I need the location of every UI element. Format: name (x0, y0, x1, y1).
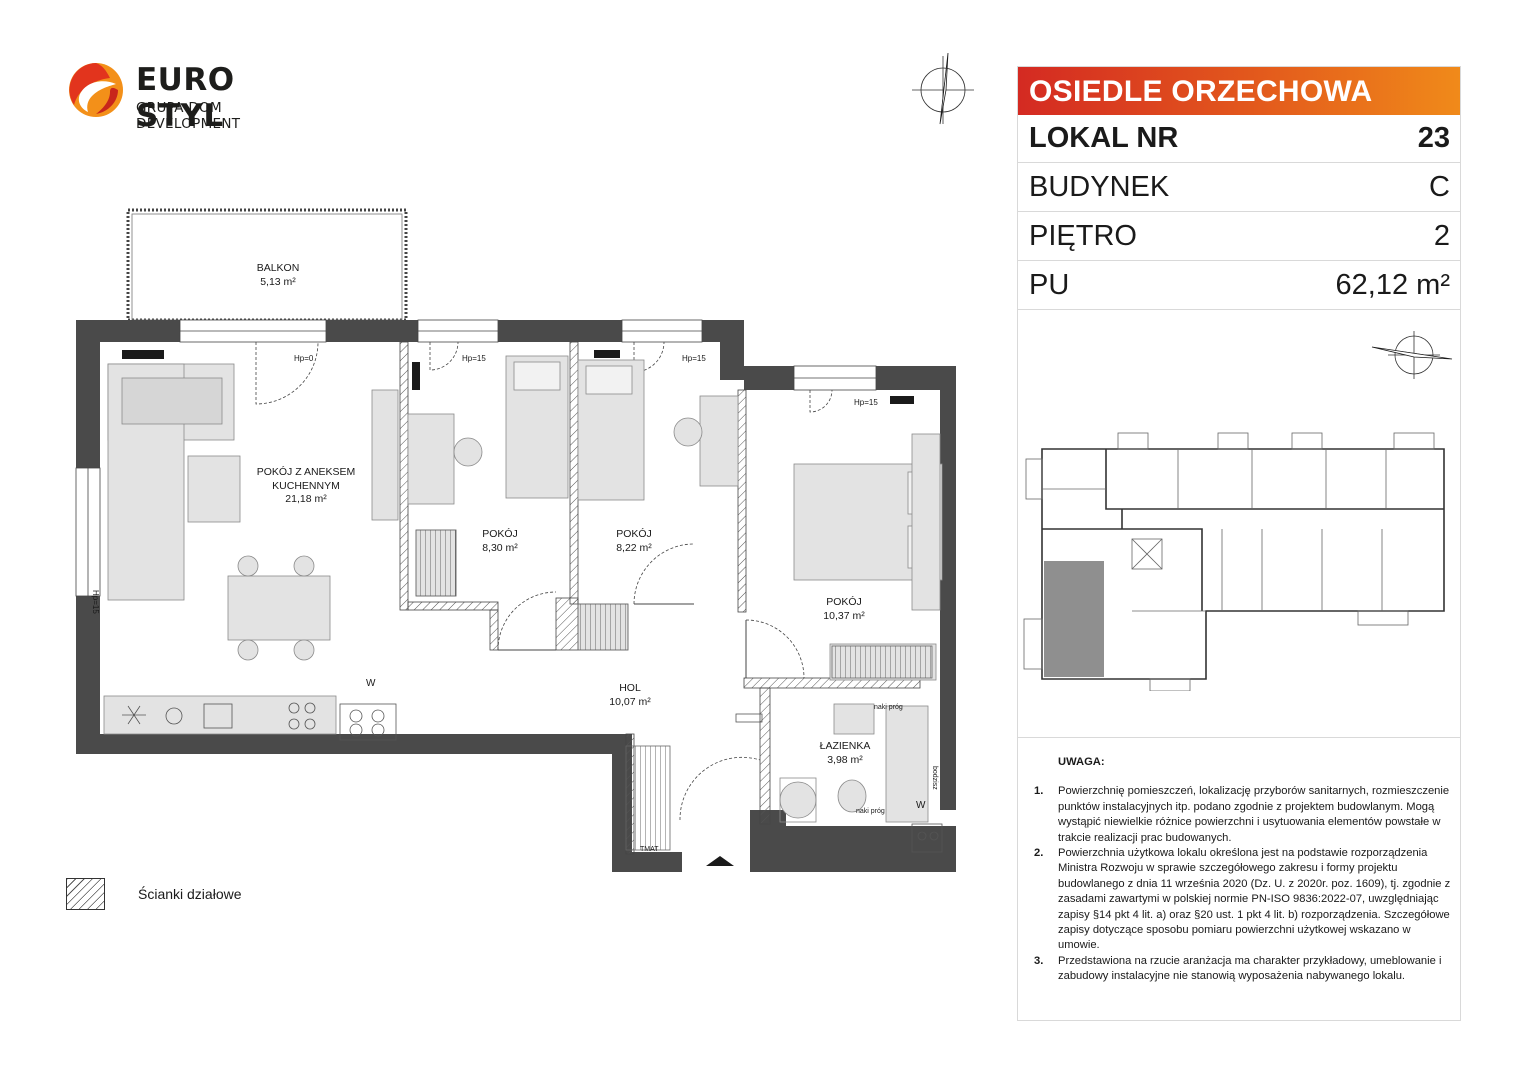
lazienka-label: ŁAZIENKA 3,98 m² (810, 740, 880, 767)
notes-section: UWAGA: 1. Powierzchnię pomieszczeń, loka… (1032, 755, 1452, 985)
pokoj3-area: 10,37 m² (823, 609, 865, 622)
pietro-label: PIĘTRO (1029, 220, 1137, 252)
hol-label: HOL 10,07 m² (600, 682, 660, 709)
hp15-mark-b: Hp=15 (682, 354, 706, 363)
balkon-area: 5,13 m² (260, 275, 296, 288)
pokoj2-label: POKÓJ 8,22 m² (604, 528, 664, 555)
pu-label: PU (1029, 269, 1070, 301)
budynek-label: BUDYNEK (1029, 171, 1170, 203)
lokal-value: 23 (1417, 122, 1450, 154)
compass-icon (910, 50, 976, 130)
w-mark-kitchen: W (366, 678, 376, 689)
salon-name-line2: KUCHENNYM (272, 479, 340, 492)
notes-title: UWAGA: (1058, 756, 1105, 768)
note-number: 1. (1034, 785, 1044, 798)
highlighted-unit (1044, 561, 1104, 677)
estate-header: OSIEDLE ORZECHOWA (1018, 67, 1460, 115)
hp0-mark: Hp=0 (294, 354, 314, 363)
estate-name: OSIEDLE ORZECHOWA (1029, 75, 1373, 108)
lazienka-name: ŁAZIENKA (819, 740, 871, 752)
legend-label: Ścianki działowe (138, 886, 242, 902)
pokoj3-label: POKÓJ 10,37 m² (814, 596, 874, 623)
hp15-mark-c: Hp=15 (854, 398, 878, 407)
note-text: Przedstawiona na rzucie aranżacja ma cha… (1058, 954, 1442, 983)
note-text: Powierzchnia użytkowa lokalu określona j… (1058, 847, 1451, 952)
bodzisz-mark: bodzisz (931, 766, 938, 790)
panel-divider (1018, 737, 1460, 738)
info-row-budynek: BUDYNEK C (1018, 164, 1460, 212)
balkon-label: BALKON 5,13 m² (238, 262, 318, 289)
note-text: Powierzchnię pomieszczeń, lokalizację pr… (1058, 785, 1450, 844)
hp15-mark-a: Hp=15 (462, 354, 486, 363)
info-panel: OSIEDLE ORZECHOWA LOKAL NR 23 BUDYNEK C … (1017, 66, 1461, 1021)
naki-prog-top: naki próg (874, 704, 903, 711)
hol-name: HOL (619, 682, 641, 694)
pokoj1-label: POKÓJ 8,30 m² (470, 528, 530, 555)
salon-label: POKÓJ Z ANEKSEM KUCHENNYM 21,18 m² (246, 466, 366, 507)
salon-area: 21,18 m² (285, 493, 327, 506)
note-item: 3. Przedstawiona na rzucie aranżacja ma … (1032, 954, 1452, 985)
note-item: 1. Powierzchnię pomieszczeń, lokalizację… (1032, 784, 1452, 846)
info-row-pu: PU 62,12 m² (1018, 262, 1460, 310)
hp15-mark-side: Hp=15 (91, 590, 100, 614)
lokal-label: LOKAL NR (1029, 122, 1179, 154)
legend: Ścianki działowe (66, 878, 316, 912)
pokoj3-name: POKÓJ (826, 596, 862, 608)
floor-plan: BALKON 5,13 m² POKÓJ Z ANEKSEM KUCHENNYM… (60, 200, 970, 890)
mini-compass-icon (1368, 325, 1458, 385)
naki-prog-bottom: naki próg (856, 808, 885, 815)
pokoj2-area: 8,22 m² (616, 541, 652, 554)
eurostyl-logo: EURO STYL GRUPA DOM DEVELOPMENT (66, 60, 326, 134)
building-key-plan (1022, 429, 1454, 692)
w-mark-bath: W (916, 800, 926, 811)
tmat-mark: TMAT (640, 846, 659, 853)
note-item: 2. Powierzchnia użytkowa lokalu określon… (1032, 846, 1452, 954)
pokoj2-name: POKÓJ (616, 528, 652, 540)
info-row-pietro: PIĘTRO 2 (1018, 213, 1460, 261)
lazienka-area: 3,98 m² (827, 753, 863, 766)
logo-tagline: GRUPA DOM DEVELOPMENT (136, 100, 241, 132)
pietro-value: 2 (1433, 220, 1450, 252)
hol-area: 10,07 m² (609, 695, 651, 708)
salon-name-line1: POKÓJ Z ANEKSEM (256, 466, 356, 478)
note-number: 2. (1034, 847, 1044, 860)
partition-hatch-swatch (66, 878, 105, 910)
budynek-value: C (1429, 171, 1450, 203)
logo-brand-text: EURO STYL (136, 62, 235, 134)
note-number: 3. (1034, 954, 1044, 967)
pokoj1-name: POKÓJ (482, 528, 518, 540)
info-row-lokal: LOKAL NR 23 (1018, 115, 1460, 163)
balkon-name: BALKON (256, 262, 300, 274)
floor-plan-drawing (75, 208, 956, 872)
eurostyl-logo-icon (69, 63, 123, 117)
pu-value: 62,12 m² (1335, 269, 1450, 301)
pokoj1-area: 8,30 m² (482, 541, 518, 554)
